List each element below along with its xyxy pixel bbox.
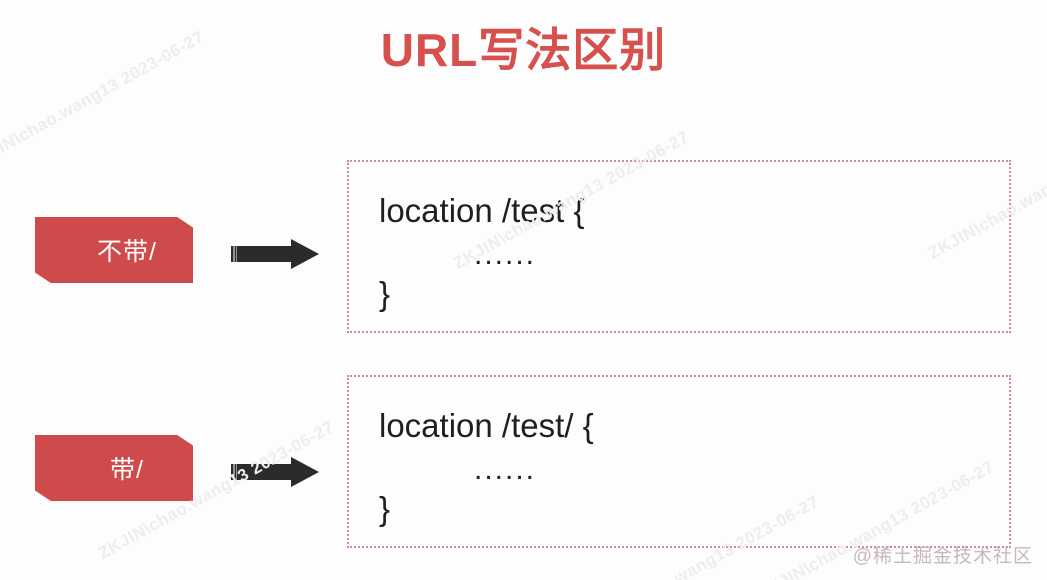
code-line-head: location /test { xyxy=(379,192,585,229)
banner-label: 带/ xyxy=(110,456,144,484)
code-line-tail: } xyxy=(379,275,391,312)
page-title: URL写法区别 xyxy=(380,24,667,76)
brand-watermark: @稀土掘金技术社区 xyxy=(852,546,1033,567)
code-line-head: location /test/ { xyxy=(379,407,594,444)
label-banner-no-slash: 不带/ xyxy=(35,217,193,283)
code-line-ellipsis: ...... xyxy=(474,453,537,486)
code-line-ellipsis: ...... xyxy=(474,238,537,271)
code-line-tail: } xyxy=(379,490,391,527)
arrow-right-icon xyxy=(231,239,319,269)
code-block-with-slash: location /test/ { ...... } xyxy=(347,375,1011,548)
banner-label: 不带/ xyxy=(97,238,157,266)
code-block-no-slash: location /test { ...... } xyxy=(347,160,1011,333)
arrow-right-icon xyxy=(231,457,319,487)
label-banner-with-slash: 带/ xyxy=(35,435,193,501)
